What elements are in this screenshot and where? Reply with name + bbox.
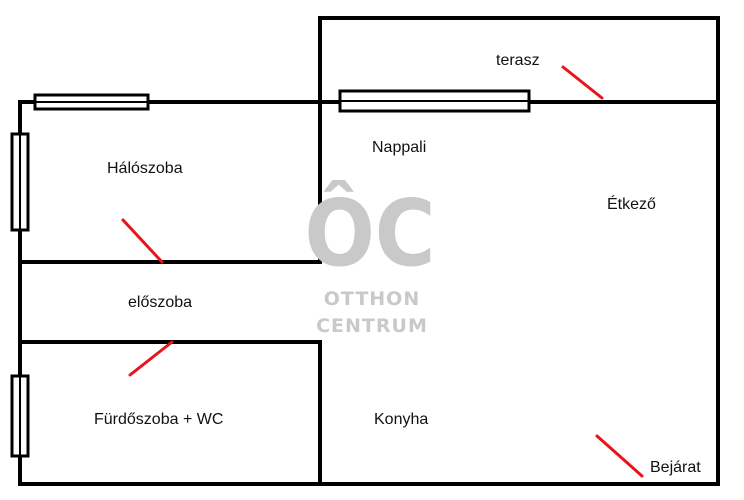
door-entrance (595, 434, 644, 478)
room-labels: terasz Nappali Hálószoba Étkező előszoba… (94, 52, 701, 476)
label-entrance: Bejárat (650, 459, 701, 476)
logo-mark: ÔC (304, 178, 435, 287)
label-dining: Étkező (607, 194, 656, 213)
bathroom-wall (18, 340, 322, 486)
label-kitchen: Konyha (374, 411, 428, 428)
door-terrace (561, 65, 604, 100)
logo-line1: OTTHON (324, 288, 420, 310)
terrace-wall (318, 16, 720, 104)
door-bathroom (128, 340, 174, 377)
otthon-centrum-logo: ÔC OTTHON CENTRUM (304, 178, 435, 337)
label-bathroom: Fürdőszoba + WC (94, 411, 223, 428)
label-living: Nappali (372, 139, 426, 156)
logo-line2: CENTRUM (316, 315, 428, 337)
label-hall: előszoba (128, 294, 192, 311)
windows (10, 89, 531, 458)
doors (121, 65, 644, 478)
door-bedroom (121, 218, 164, 264)
bedroom-wall (18, 100, 322, 264)
label-terrace: terasz (496, 52, 540, 69)
label-bedroom: Hálószoba (107, 160, 183, 177)
